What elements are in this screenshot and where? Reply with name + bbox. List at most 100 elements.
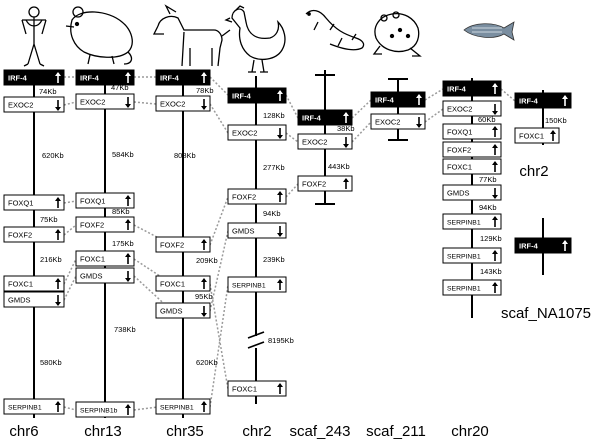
gene-label: FOXC1 — [160, 280, 185, 289]
distance-label-chr13: 738Kb — [114, 325, 136, 334]
gene-box-rect — [75, 267, 135, 284]
distance-label-chr20: 60Kb — [478, 115, 496, 124]
gene-box-foxc1-chr2fish: FOXC1 — [514, 127, 560, 144]
gene-label: IRF-4 — [447, 85, 467, 94]
gene-label: SERPINB1 — [160, 405, 194, 412]
chicken-icon — [224, 5, 286, 73]
gene-box-exoc2-scaf243: EXOC2 — [297, 133, 353, 150]
arrow-up-icon — [55, 229, 61, 240]
gene-box-rect — [297, 175, 353, 192]
distance-labels: 74Kb620Kb75Kb216Kb580Kb47Kb584Kb85Kb175K… — [39, 83, 567, 367]
lizard-icon — [305, 9, 365, 51]
gene-box-serpinb1-chr20: SERPINB1 — [442, 213, 502, 230]
gene-box-foxf2-chr2: FOXF2 — [227, 188, 287, 205]
gene-label: FOXC1 — [447, 163, 472, 172]
chromosome-label: chr20 — [451, 423, 489, 440]
distance-label-chr6: 620Kb — [42, 151, 64, 160]
chr2-break-mark — [247, 331, 265, 349]
arrow-up-icon — [550, 130, 556, 141]
arrow-up-icon — [492, 144, 498, 155]
mouse-icon — [65, 6, 133, 65]
arrow-up-icon — [125, 72, 131, 83]
arrow-down-icon — [492, 104, 498, 115]
gene-box-rect — [442, 247, 502, 264]
gene-label: FOXC1 — [80, 255, 105, 264]
gene-box-exoc2-chr20: EXOC2 — [442, 100, 502, 117]
distance-label-chr35: 78Kb — [196, 86, 214, 95]
gene-label: FOXC1 — [232, 385, 257, 394]
distance-label-chr35: 209Kb — [196, 256, 218, 265]
gene-label: FOXF2 — [232, 193, 256, 202]
gene-box-rect — [442, 158, 502, 175]
gene-box-rect — [3, 398, 65, 415]
arrow-down-icon — [201, 306, 207, 317]
zebrafish-icon — [463, 21, 515, 41]
gene-label: SERPINB1 — [8, 405, 42, 412]
chromosome-label: chr35 — [166, 423, 204, 440]
gene-box-rect — [155, 398, 211, 415]
gene-box-irf4-chr6: IRF-4 — [3, 69, 65, 86]
gene-box-rect — [75, 192, 135, 209]
gene-box-rect — [514, 237, 572, 254]
gene-label: EXOC2 — [232, 129, 257, 138]
gene-box-serpinb1-chr35: SERPINB1 — [155, 398, 211, 415]
arrow-down-icon — [416, 117, 422, 128]
arrow-down-icon — [55, 100, 61, 111]
gene-boxes: IRF-4EXOC2FOXQ1FOXF2FOXC1GMDSSERPINB1IRF… — [3, 69, 572, 418]
gene-box-serpinb1-chr20: SERPINB1 — [442, 279, 502, 296]
gene-box-exoc2-chr13: EXOC2 — [75, 93, 135, 110]
gene-label: SERPINB1 — [447, 286, 481, 293]
gene-box-rect — [227, 124, 287, 141]
arrow-down-icon — [125, 271, 131, 282]
gene-box-foxf2-scaf243: FOXF2 — [297, 175, 353, 192]
arrow-up-icon — [562, 240, 568, 251]
distance-label-chr13: 85Kb — [112, 207, 130, 216]
gene-label: GMDS — [447, 189, 470, 198]
gene-box-gmds-chr35: GMDS — [155, 302, 211, 319]
distance-label-chr2: 94Kb — [263, 209, 281, 218]
gene-box-rect — [3, 291, 65, 308]
gene-box-rect — [370, 113, 426, 130]
gene-box-foxf2-chr35: FOXF2 — [155, 236, 211, 253]
arrow-down-icon — [343, 137, 349, 148]
gene-label: SERPINB1 — [447, 220, 481, 227]
dog-icon — [152, 4, 231, 67]
gene-box-irf4-scaf211: IRF-4 — [370, 91, 426, 108]
distance-label-scaf243: 443Kb — [328, 162, 350, 171]
gene-label: EXOC2 — [80, 98, 105, 107]
distance-label-chr2: 239Kb — [263, 255, 285, 264]
distance-label-chr20: 143Kb — [480, 267, 502, 276]
gene-label: IRF-4 — [519, 242, 539, 251]
frog-icon — [372, 11, 422, 57]
gene-box-rect — [75, 69, 135, 86]
distance-label-chr2: 8195Kb — [268, 336, 294, 345]
arrow-up-icon — [277, 90, 283, 101]
gene-box-foxc1-chr35: FOXC1 — [155, 275, 211, 292]
arrow-up-icon — [277, 279, 283, 290]
gene-label: FOXF2 — [160, 241, 184, 250]
distance-label-chr6: 580Kb — [40, 358, 62, 367]
chromosome-label: chr6 — [9, 423, 38, 440]
gene-box-foxq1-chr20: FOXQ1 — [442, 123, 502, 140]
gene-box-rect — [3, 194, 65, 211]
gene-box-foxc1-chr20: FOXC1 — [442, 158, 502, 175]
gene-box-rect — [442, 100, 502, 117]
arrow-up-icon — [201, 239, 207, 250]
distance-label-chr13: 175Kb — [112, 239, 134, 248]
distance-label-chr2fish: 150Kb — [545, 116, 567, 125]
arrow-up-icon — [277, 191, 283, 202]
gene-box-exoc2-chr2: EXOC2 — [227, 124, 287, 141]
arrow-up-icon — [492, 161, 498, 172]
gene-box-rect — [75, 401, 135, 418]
gene-box-irf4-chr2: IRF-4 — [227, 87, 287, 104]
arrow-up-icon — [125, 253, 131, 264]
gene-box-irf4-chr35: IRF-4 — [155, 69, 211, 86]
gene-label: FOXF2 — [80, 221, 104, 230]
arrow-up-icon — [55, 401, 61, 412]
gene-box-rect — [442, 141, 502, 158]
gene-box-foxf2-chr20: FOXF2 — [442, 141, 502, 158]
gene-box-exoc2-scaf211: EXOC2 — [370, 113, 426, 130]
distance-label-chr2: 277Kb — [263, 163, 285, 172]
